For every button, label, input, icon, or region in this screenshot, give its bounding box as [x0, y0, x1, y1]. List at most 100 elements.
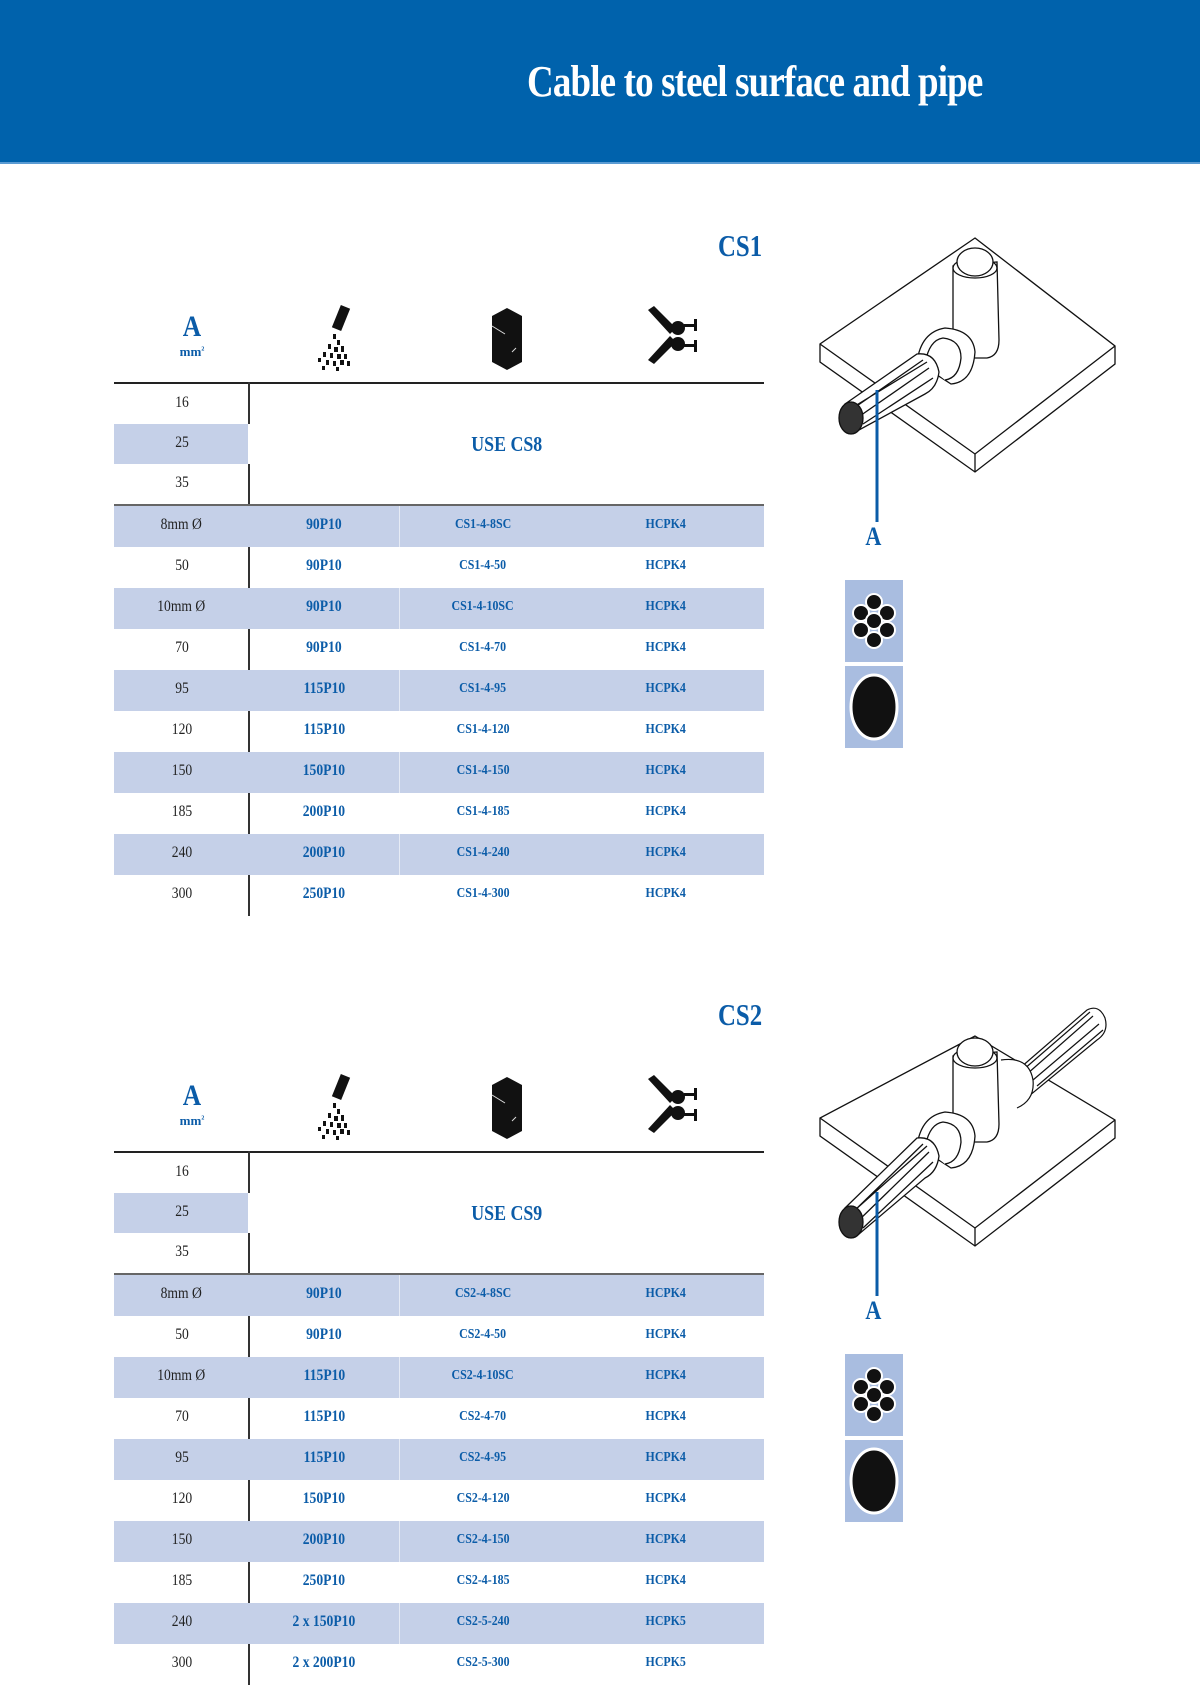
cell-weld-powder: 115P10 [249, 1357, 399, 1398]
cell-mould-text: CS1-4-50 [459, 558, 507, 573]
column-divider [248, 1316, 250, 1357]
column-header-unit: mm2 [172, 1113, 212, 1129]
cell-weld-powder-text: 90P10 [306, 598, 342, 615]
cell-handle-clamp: HCPK4 [567, 506, 764, 547]
cell-weld-powder-text: 115P10 [303, 1367, 345, 1384]
column-separator [399, 752, 400, 793]
cell-handle-clamp-text: HCPK4 [645, 558, 686, 573]
cell-cable-size: 35 [114, 1233, 249, 1274]
cell-handle-clamp: HCPK4 [567, 875, 764, 916]
cell-mould-text: CS2-4-185 [456, 1573, 510, 1588]
use-note-text: USE CS9 [471, 1201, 542, 1225]
table-header-rule [114, 382, 764, 384]
cell-weld-powder: 250P10 [249, 1562, 399, 1603]
unit-text: mm [179, 344, 202, 359]
cell-cable-size: 95 [114, 1439, 249, 1480]
cell-mould-text: CS2-4-150 [456, 1532, 510, 1547]
cell-cable-size-text: 240 [171, 844, 192, 861]
cell-cable-size: 240 [114, 834, 249, 875]
diagram-label-a: A [865, 522, 882, 551]
table-row: 95 115P10 CS2-4-95 HCPK4 [114, 1439, 764, 1480]
cell-handle-clamp-text: HCPK4 [645, 1450, 686, 1465]
column-divider [248, 875, 250, 916]
page-title: Cable to steel surface and pipe [527, 57, 983, 106]
column-header-a: A [182, 1079, 202, 1112]
product-code: CS1 [718, 228, 763, 263]
cell-handle-clamp-text: HCPK4 [645, 1532, 686, 1547]
cell-cable-size: 300 [114, 875, 249, 916]
cell-cable-size-text: 185 [171, 803, 192, 820]
product-code: CS2 [718, 997, 763, 1032]
cell-weld-powder-text: 115P10 [303, 680, 345, 697]
cell-handle-clamp: HCPK4 [567, 1398, 764, 1439]
cell-handle-clamp-text: HCPK4 [645, 1491, 686, 1506]
cell-mould-text: CS2-4-95 [459, 1450, 507, 1465]
cell-handle-clamp-text: HCPK4 [645, 804, 686, 819]
cell-cable-size-text: 8mm Ø [160, 1285, 203, 1302]
column-header-cable-size: A mm2 [172, 312, 212, 360]
table-row-unsupported: 25 [114, 1193, 764, 1234]
cell-weld-powder-text: 90P10 [306, 1285, 342, 1302]
cell-mould: CS1-4-120 [399, 711, 567, 752]
cell-weld-powder-text: 200P10 [302, 1531, 346, 1548]
cell-handle-clamp-text: HCPK5 [645, 1655, 686, 1670]
table-row: 8mm Ø 90P10 CS2-4-8SC HCPK4 [114, 1275, 764, 1316]
column-divider [248, 464, 250, 504]
cell-cable-size-text: 8mm Ø [160, 516, 203, 533]
cell-mould-text: CS2-4-8SC [454, 1286, 512, 1301]
cell-weld-powder-text: 115P10 [303, 1408, 345, 1425]
cell-mould: CS1-4-70 [399, 629, 567, 670]
cell-handle-clamp: HCPK4 [567, 547, 764, 588]
stranded-conductor-icon [845, 1354, 903, 1436]
cell-weld-powder: 150P10 [249, 1480, 399, 1521]
cell-cable-size-text: 10mm Ø [157, 598, 206, 615]
cell-weld-powder-text: 150P10 [302, 1490, 346, 1507]
cell-weld-powder-text: 90P10 [306, 639, 342, 656]
cell-handle-clamp-text: HCPK4 [645, 517, 686, 532]
cell-cable-size-text: 120 [171, 1490, 192, 1507]
table-row-unsupported: 25 [114, 424, 764, 465]
cell-handle-clamp-text: HCPK4 [645, 722, 686, 737]
column-divider [248, 629, 250, 670]
cell-cable-size: 70 [114, 1398, 249, 1439]
column-separator [399, 1357, 400, 1398]
stranded-conductor-icon [845, 580, 903, 662]
table-row: 120 150P10 CS2-4-120 HCPK4 [114, 1480, 764, 1521]
cell-handle-clamp-text: HCPK4 [645, 599, 686, 614]
cell-handle-clamp: HCPK4 [567, 1357, 764, 1398]
cell-mould-text: CS1-4-300 [456, 886, 510, 901]
column-separator [399, 1603, 400, 1644]
cell-mould: CS2-4-150 [399, 1521, 567, 1562]
table-row-unsupported: 35 [114, 1233, 764, 1274]
cell-weld-powder: 90P10 [249, 506, 399, 547]
column-divider [248, 1562, 250, 1603]
cell-handle-clamp-text: HCPK4 [645, 1286, 686, 1301]
cell-weld-powder: 2 x 200P10 [249, 1644, 399, 1685]
cell-cable-size-text: 185 [171, 1572, 192, 1589]
cell-cable-size-text: 70 [174, 1408, 189, 1425]
cell-weld-powder-text: 90P10 [306, 1326, 342, 1343]
cell-mould-text: CS2-4-120 [456, 1491, 510, 1506]
cell-mould-text: CS1-4-95 [459, 681, 507, 696]
cell-cable-size-text: 240 [171, 1613, 192, 1630]
row-shading [114, 424, 248, 464]
cell-weld-powder: 115P10 [249, 670, 399, 711]
header-banner: Cable to steel surface and pipe [0, 0, 1200, 164]
cell-cable-size: 8mm Ø [114, 506, 249, 547]
mould-icon [491, 1077, 522, 1139]
cell-weld-powder-text: 2 x 200P10 [292, 1654, 356, 1671]
cell-mould-text: CS1-4-185 [456, 804, 510, 819]
column-separator [399, 834, 400, 875]
cell-weld-powder: 200P10 [249, 834, 399, 875]
use-alternative-note: USE CS8 [249, 384, 764, 504]
cell-weld-powder-text: 115P10 [303, 1449, 345, 1466]
cell-weld-powder: 200P10 [249, 1521, 399, 1562]
cell-handle-clamp: HCPK5 [567, 1603, 764, 1644]
